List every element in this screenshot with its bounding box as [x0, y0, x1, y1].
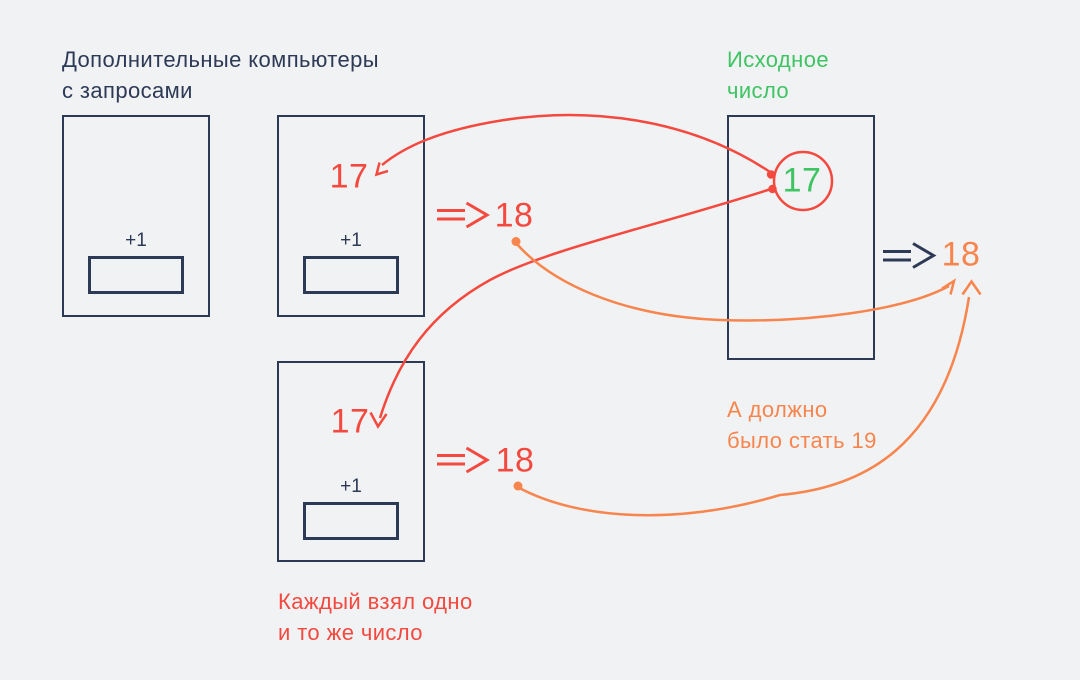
connection-dot-icon [511, 237, 521, 246]
request-slot [88, 256, 184, 294]
read-curve-bottom [378, 187, 773, 419]
increment-label: +1 [340, 230, 362, 251]
computer-box-left: +1 [62, 115, 210, 317]
top-computer-result-value: 18 [494, 196, 534, 235]
write-arrowhead-top-icon [941, 278, 956, 295]
increment-label: +1 [125, 230, 147, 251]
connection-dot-icon [513, 481, 523, 491]
read-curve-top [381, 113, 773, 175]
source-box [727, 115, 875, 360]
source-number-label: Исходное число [727, 47, 829, 103]
source-value: 17 [782, 161, 822, 200]
bottom-computer-read-value: 17 [330, 402, 370, 441]
each-took-same-number-label: Каждый взял одно и то же число [278, 589, 473, 645]
write-arrowhead-bottom-icon [961, 279, 982, 296]
implies-arrow-bottom-icon [437, 446, 490, 474]
request-slot [303, 502, 399, 540]
final-value: 18 [941, 235, 981, 274]
implies-arrow-final-icon [883, 242, 937, 269]
should-have-become-label: А должно было стать 19 [727, 397, 877, 453]
bottom-computer-result-value: 18 [495, 441, 535, 480]
computer-box-bottom: +1 [277, 361, 425, 562]
implies-arrow-top-icon [437, 201, 490, 229]
increment-label: +1 [340, 476, 362, 497]
request-slot [303, 256, 399, 294]
computer-box-top: +1 [277, 115, 425, 317]
extra-computers-label: Дополнительные компьютеры с запросами [62, 47, 380, 103]
top-computer-read-value: 17 [329, 157, 369, 196]
